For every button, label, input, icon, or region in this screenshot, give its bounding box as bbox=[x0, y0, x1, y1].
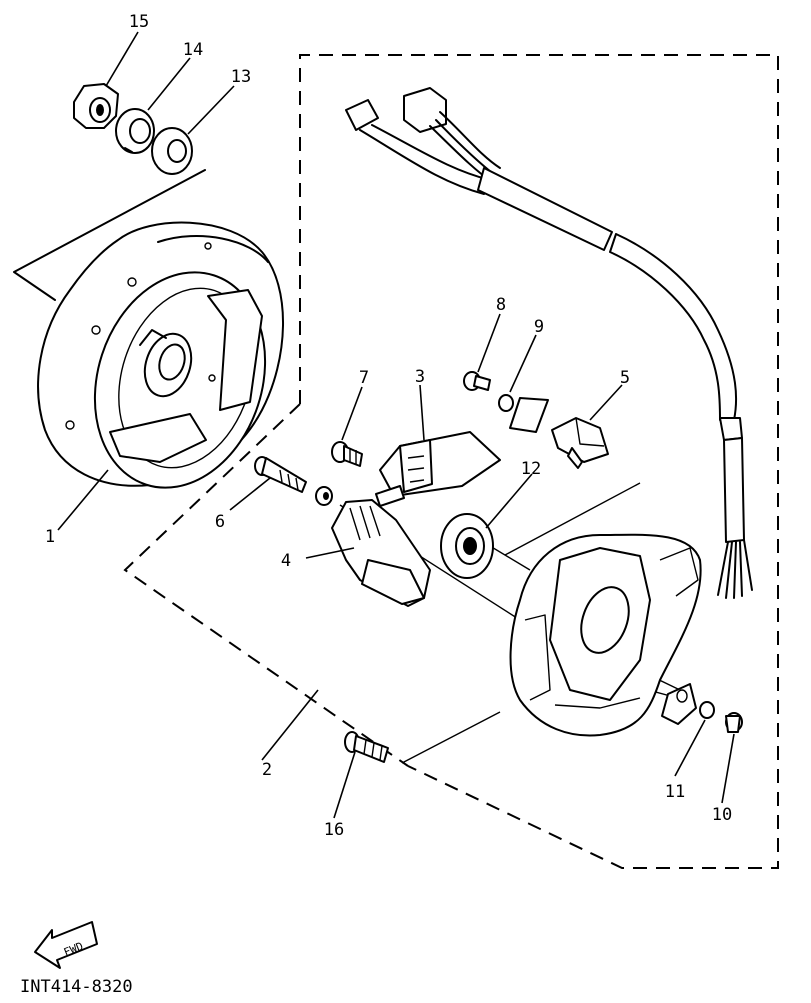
part-2-stator-base bbox=[509, 533, 702, 737]
callout-15: 15 bbox=[129, 12, 149, 32]
assembly-boundary-stator bbox=[123, 54, 779, 869]
part-clip bbox=[661, 683, 697, 725]
callout-13: 13 bbox=[231, 67, 251, 87]
part-4-pickup-coil bbox=[331, 499, 431, 607]
callout-10: 10 bbox=[712, 805, 732, 825]
callout-2: 2 bbox=[262, 760, 272, 780]
callout-16: 16 bbox=[324, 820, 344, 840]
callout-5: 5 bbox=[620, 368, 630, 388]
part-5-contact-breaker bbox=[551, 417, 609, 469]
part-1-flywheel-rotor bbox=[37, 221, 284, 489]
part-15-nut bbox=[73, 83, 119, 129]
part-wire-harness bbox=[345, 87, 753, 599]
part-7-screw bbox=[331, 441, 363, 467]
washer-near-6 bbox=[315, 486, 333, 506]
callout-labels: 15 14 13 1 2 3 4 5 6 7 8 9 10 11 12 16 bbox=[45, 12, 732, 840]
part-11-lock-washer bbox=[699, 701, 715, 719]
part-6-screw bbox=[254, 456, 307, 493]
part-12-oil-seal bbox=[440, 513, 494, 579]
part-3-regulator bbox=[375, 431, 501, 507]
callout-3: 3 bbox=[415, 367, 425, 387]
part-10-screw bbox=[725, 712, 743, 733]
drawing-code: INT414-8320 bbox=[20, 977, 133, 997]
fwd-arrow-icon: FWD bbox=[34, 921, 98, 969]
leader-lines bbox=[57, 31, 735, 819]
part-16-screw bbox=[344, 731, 389, 763]
callout-8: 8 bbox=[496, 295, 506, 315]
callout-7: 7 bbox=[359, 368, 369, 388]
callout-11: 11 bbox=[665, 782, 685, 802]
callout-12: 12 bbox=[521, 459, 541, 479]
part-13-plain-washer bbox=[151, 127, 193, 175]
part-9-lock-washer bbox=[498, 394, 549, 433]
callout-9: 9 bbox=[534, 317, 544, 337]
callout-4: 4 bbox=[281, 551, 291, 571]
part-8-screw bbox=[463, 371, 491, 391]
callout-14: 14 bbox=[183, 40, 203, 60]
callout-1: 1 bbox=[45, 527, 55, 547]
part-14-lock-washer bbox=[115, 108, 155, 154]
callout-6: 6 bbox=[215, 512, 225, 532]
